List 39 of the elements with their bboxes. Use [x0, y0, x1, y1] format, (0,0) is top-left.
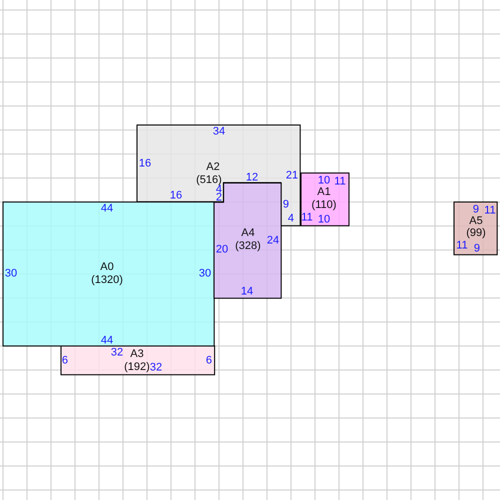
side-length: 10 [318, 175, 330, 186]
side-length: 10 [318, 214, 330, 226]
side-length: 20 [216, 244, 228, 256]
side-length: 11 [301, 212, 313, 224]
side-length: 34 [212, 126, 226, 138]
side-length: 2 [216, 192, 222, 204]
region-area: (110) [312, 198, 336, 211]
side-length: 16 [170, 190, 182, 202]
side-length: 9 [474, 244, 480, 254]
side-length: 24 [266, 235, 280, 246]
side-length: 11 [334, 176, 346, 188]
region-area: (1320) [91, 274, 123, 286]
side-length: 6 [206, 356, 212, 366]
side-length: 9 [282, 199, 290, 210]
region-name: A4 [241, 226, 255, 239]
region-name: A1 [317, 186, 331, 198]
side-length: 11 [484, 206, 496, 216]
region-area: (192) [124, 361, 150, 373]
side-length: 16 [138, 158, 152, 170]
side-length: 30 [198, 268, 212, 280]
side-length: 14 [240, 286, 254, 298]
region-name: A5 [469, 215, 483, 227]
side-length: 4 [288, 213, 294, 224]
region-area: (328) [235, 240, 261, 252]
side-length: 11 [456, 240, 468, 252]
side-length: 12 [246, 172, 258, 184]
region-area: (99) [466, 227, 486, 239]
side-length: 32 [110, 348, 124, 358]
side-length: 30 [4, 268, 18, 280]
region-name: A2 [206, 160, 220, 173]
region-name: A0 [100, 261, 114, 273]
side-length: 32 [150, 362, 162, 374]
side-length: 44 [100, 204, 114, 214]
side-length: 44 [100, 336, 114, 346]
region-area: (516) [196, 174, 222, 186]
region-name: A3 [130, 348, 144, 360]
side-length: 9 [472, 204, 480, 216]
side-length: 21 [286, 170, 298, 182]
side-length: 6 [62, 356, 68, 366]
